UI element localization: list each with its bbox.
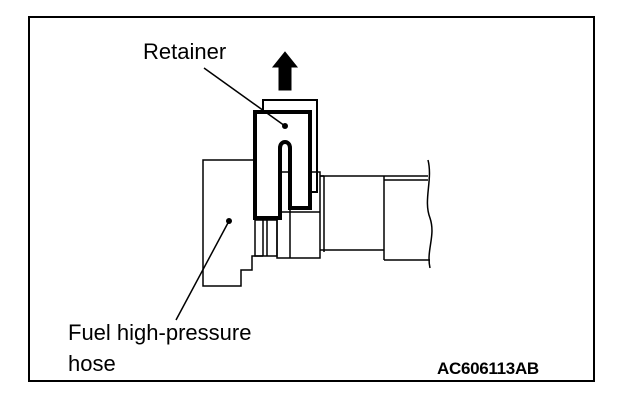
fuel-pipe [320,159,433,269]
retainer-leader [203,67,288,129]
up-arrow-icon [271,51,299,91]
hose-label-line1: Fuel high-pressure [68,320,252,345]
diagram-frame [28,16,595,382]
retainer-clip [253,99,318,220]
figure-code: AC606113AB [437,359,539,378]
hose-label-line2: hose [68,351,116,376]
retainer-label: Retainer [143,39,227,64]
hose-leader [175,218,232,321]
